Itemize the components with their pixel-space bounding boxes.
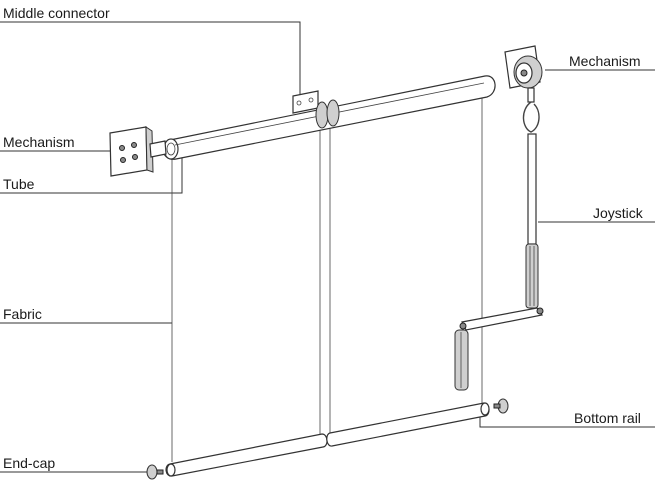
leader-lines	[0, 21, 655, 473]
bottom-rail-right-end	[480, 402, 490, 416]
mechanism-left-plate-side	[145, 126, 154, 173]
bottom-rail-right	[326, 402, 490, 447]
joystick	[454, 133, 544, 391]
end-cap-right-peg	[493, 403, 501, 409]
mechanism-left-hole-c	[120, 157, 126, 163]
mechanism-left-hole-a	[119, 145, 125, 151]
joystick-handle	[454, 329, 469, 391]
mechanism-right-neck	[527, 87, 535, 103]
label-fabric: Fabric	[3, 306, 42, 322]
label-middle-connector: Middle connector	[3, 5, 110, 21]
label-tube: Tube	[3, 176, 35, 192]
label-mechanism-right: Mechanism	[569, 53, 641, 69]
mechanism-right	[504, 45, 543, 133]
end-cap-left	[146, 464, 158, 480]
labels: Middle connector Mechanism Mechanism Tub…	[3, 5, 644, 471]
label-bottom-rail: Bottom rail	[574, 410, 641, 426]
middle-connector-screw-a	[296, 100, 302, 106]
middle-connector	[292, 90, 340, 129]
mechanism-left-plate	[109, 126, 148, 177]
middle-connector-screw-b	[308, 97, 314, 103]
mechanism-right-hook	[522, 101, 540, 133]
bottom-rail-left-end	[166, 463, 176, 477]
joystick-crank-arm	[461, 307, 544, 331]
mechanism-right-hub	[520, 69, 528, 77]
middle-connector-bracket	[292, 90, 319, 114]
label-joystick: Joystick	[593, 205, 644, 221]
mechanism-left-hole-b	[131, 142, 137, 148]
mechanism-left-spindle	[149, 140, 167, 158]
label-end-cap: End-cap	[3, 455, 55, 471]
leader-middle-connector	[0, 21, 301, 95]
joystick-elbow	[536, 307, 544, 315]
joystick-upper-grip	[525, 243, 539, 309]
end-caps	[146, 398, 509, 480]
joystick-handle-joint	[459, 322, 467, 330]
mechanism-left-hole-d	[132, 154, 138, 160]
middle-connector-ring-a	[315, 101, 329, 129]
bottom-rail	[165, 402, 490, 477]
label-mechanism-left: Mechanism	[3, 134, 75, 150]
fabric	[171, 95, 483, 462]
bottom-rail-left	[165, 433, 328, 477]
mechanism-left	[109, 126, 167, 177]
middle-connector-ring-b	[326, 99, 340, 127]
tube-end-left-inner	[166, 142, 176, 156]
end-cap-left-peg	[156, 469, 164, 475]
joystick-shaft	[527, 133, 537, 245]
leader-tube	[0, 150, 183, 194]
